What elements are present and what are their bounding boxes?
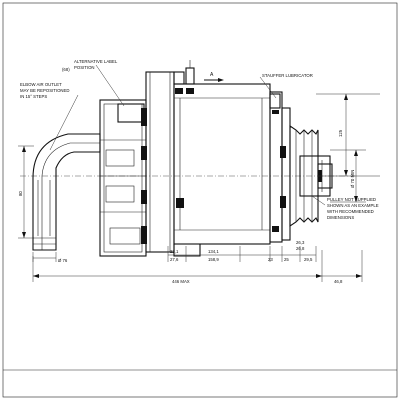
dim-left-height: 80 — [18, 191, 23, 196]
dim-outlet-diameter: Ø 76 — [58, 258, 68, 263]
annotation-leaders — [49, 64, 326, 206]
dim-bottom-1-bottom: 27,6 — [170, 257, 179, 262]
dim-bottom-1-top: 22,1 — [170, 249, 179, 254]
stator-body — [145, 60, 271, 257]
dim-bottom-5-bottom: 26,8 — [296, 246, 305, 251]
pulley-note-line-1: PULLEY NOT SUPPLIED — [327, 197, 376, 202]
dim-right-offset: 46,8 — [334, 279, 343, 284]
elbow-outlet-line-3: IN 15° STEPS — [20, 94, 47, 99]
pulley-note-line-2: SHOWN AS AN EXAMPLE — [327, 203, 379, 208]
right-dimensions — [316, 93, 380, 203]
dim-bottom-2-top: 134,1 — [208, 249, 219, 254]
dim-pulley-diameter: Ø 70 MIN — [350, 170, 355, 188]
dim-bottom-4: 25 — [284, 257, 289, 262]
stauffer-lubricator-label: STAUFFER LUBRICATOR — [262, 73, 313, 78]
rear-housing — [99, 99, 147, 257]
elbow-outlet-line-1: ELBOW AIR OUTLET — [20, 82, 62, 87]
pulley-note-line-3: WITH RECOMMENDED — [327, 209, 374, 214]
left-dimensions — [18, 145, 57, 262]
pulley-note-line-4: DIMENSIONS — [327, 215, 354, 220]
dim-right-height: 125 — [338, 129, 343, 137]
elbow-air-outlet — [32, 133, 101, 251]
dim-bottom-6: 29,5 — [304, 257, 313, 262]
label-box-code: (68) — [62, 67, 70, 72]
alt-label-line-1: ALTERNATIVE LABEL — [74, 59, 118, 64]
elbow-outlet-line-2: MAY BE REPOSITIONED — [20, 88, 70, 93]
alternative-label-plate — [117, 103, 145, 123]
section-marker: A — [210, 72, 214, 78]
dim-bottom-2-bottom: 158,9 — [208, 257, 219, 262]
stauffer-lubricator — [269, 93, 281, 109]
front-end-shield — [269, 91, 291, 243]
alt-label-line-2: POSITION — [74, 65, 95, 70]
dim-bottom-5-top: 26,3 — [296, 240, 305, 245]
dim-bottom-3: 23 — [268, 257, 273, 262]
bottom-dimensions — [32, 246, 363, 282]
dim-overall-length: 446 MAX — [172, 279, 190, 284]
